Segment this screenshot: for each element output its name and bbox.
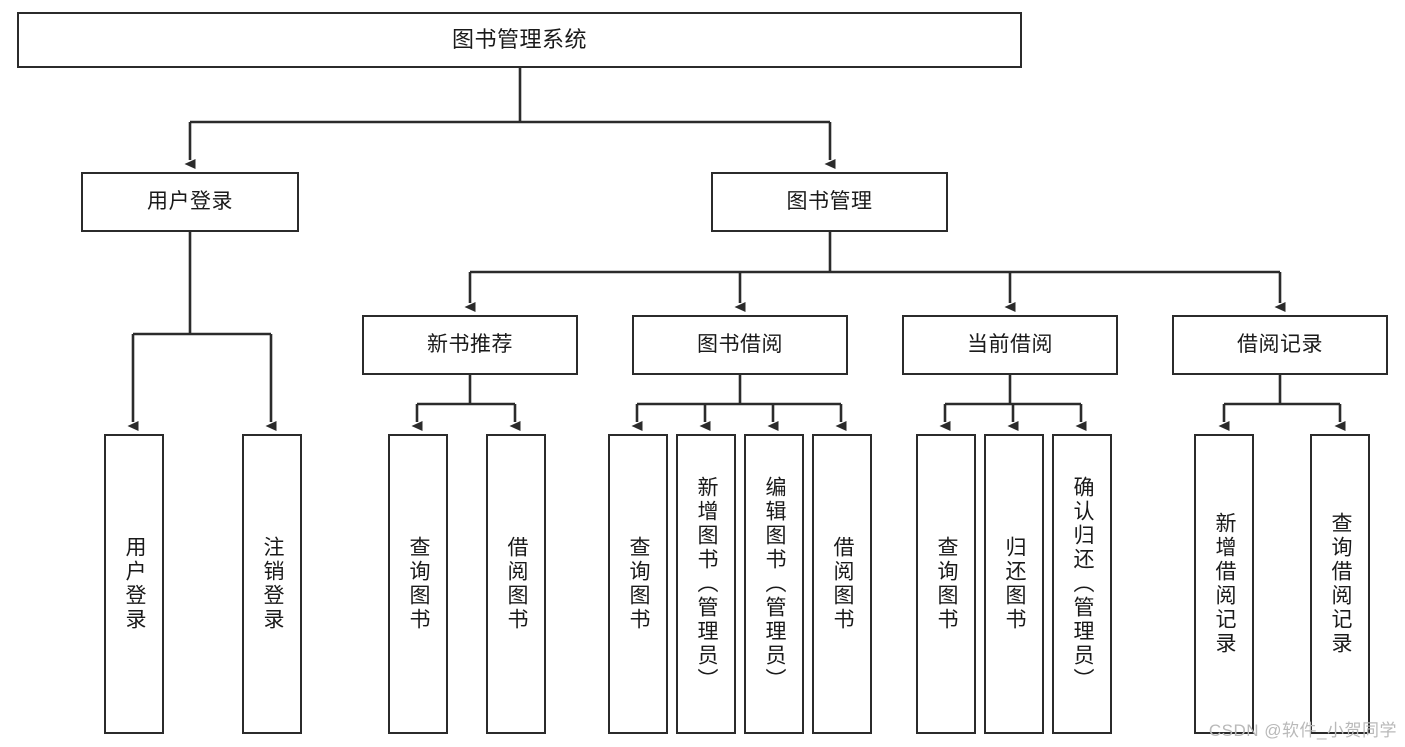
node-label: 用户登录 — [147, 189, 233, 213]
leaf-query-book-current[interactable]: 查询图书 — [916, 434, 976, 734]
leaf-user-login[interactable]: 用户登录 — [104, 434, 164, 734]
node-label: 确认归还（管理员） — [1071, 476, 1095, 692]
leaf-borrow-book-recommend[interactable]: 借阅图书 — [486, 434, 546, 734]
leaf-return-book[interactable]: 归还图书 — [984, 434, 1044, 734]
node-user-login[interactable]: 用户登录 — [81, 172, 299, 232]
node-borrow-record[interactable]: 借阅记录 — [1172, 315, 1388, 375]
leaf-query-borrow-record[interactable]: 查询借阅记录 — [1310, 434, 1370, 734]
node-label: 注销登录 — [261, 536, 285, 632]
watermark: CSDN @软件_小贺同学 — [1208, 721, 1397, 740]
node-label: 编辑图书（管理员） — [763, 476, 787, 692]
node-label: 新增图书（管理员） — [695, 476, 719, 692]
leaf-add-book-admin[interactable]: 新增图书（管理员） — [676, 434, 736, 734]
node-new-book-recommend[interactable]: 新书推荐 — [362, 315, 578, 375]
node-label: 图书管理系统 — [451, 27, 587, 53]
leaf-confirm-return-admin[interactable]: 确认归还（管理员） — [1052, 434, 1112, 734]
node-label: 归还图书 — [1003, 536, 1027, 632]
leaf-edit-book-admin[interactable]: 编辑图书（管理员） — [744, 434, 804, 734]
node-label: 查询图书 — [935, 536, 959, 632]
node-book-management[interactable]: 图书管理 — [711, 172, 948, 232]
leaf-query-book-borrow[interactable]: 查询图书 — [608, 434, 668, 734]
node-label: 借阅记录 — [1237, 332, 1323, 356]
node-book-borrow[interactable]: 图书借阅 — [632, 315, 848, 375]
node-label: 新增借阅记录 — [1213, 512, 1237, 656]
node-label: 图书管理 — [786, 189, 873, 213]
node-label: 借阅图书 — [505, 536, 529, 632]
node-label: 查询图书 — [627, 536, 651, 632]
node-current-borrow[interactable]: 当前借阅 — [902, 315, 1118, 375]
node-label: 新书推荐 — [427, 332, 513, 356]
node-label: 图书借阅 — [697, 332, 783, 356]
leaf-query-book-recommend[interactable]: 查询图书 — [388, 434, 448, 734]
node-label: 查询图书 — [407, 536, 431, 632]
node-label: 查询借阅记录 — [1329, 512, 1353, 656]
node-root-system[interactable]: 图书管理系统 — [17, 12, 1022, 68]
leaf-add-borrow-record[interactable]: 新增借阅记录 — [1194, 434, 1254, 734]
leaf-logout[interactable]: 注销登录 — [242, 434, 302, 734]
node-label: 当前借阅 — [967, 332, 1053, 356]
node-label: 借阅图书 — [831, 536, 855, 632]
leaf-borrow-book[interactable]: 借阅图书 — [812, 434, 872, 734]
node-label: 用户登录 — [123, 536, 147, 632]
